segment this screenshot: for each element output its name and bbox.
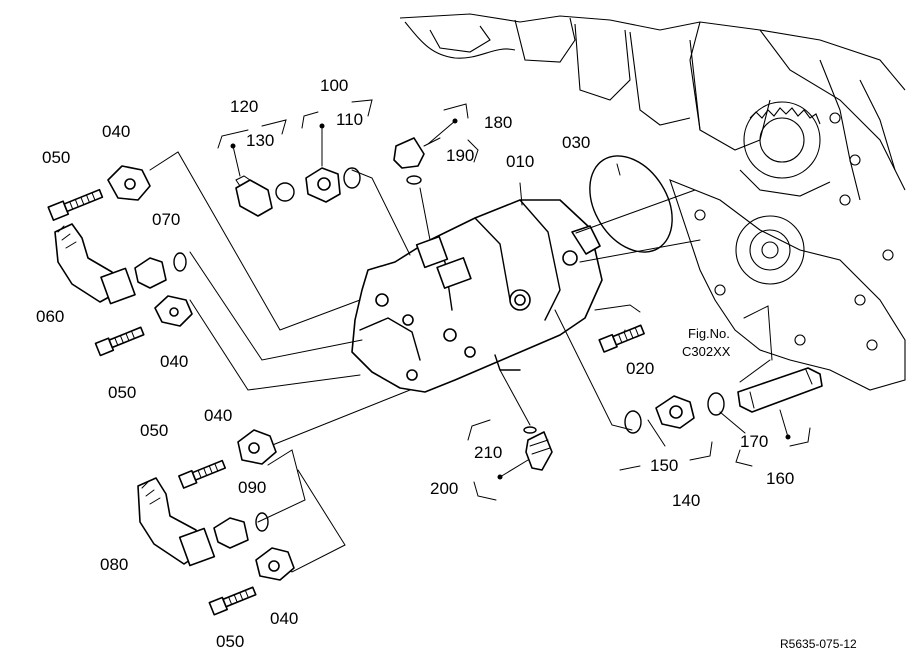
- o-ring-070[interactable]: [173, 252, 187, 272]
- callout-140[interactable]: 140: [672, 491, 700, 510]
- engine-housing: [399, 13, 906, 391]
- callout-020[interactable]: 020: [626, 359, 654, 378]
- plug-200[interactable]: [523, 426, 553, 471]
- callout-110[interactable]: 110: [336, 110, 363, 129]
- callout-100[interactable]: 100: [320, 76, 348, 95]
- o-ring-110[interactable]: [343, 167, 361, 189]
- callout-050[interactable]: 050: [216, 632, 244, 651]
- callout-200[interactable]: 200: [430, 479, 458, 498]
- callout-040[interactable]: 040: [160, 352, 188, 371]
- callout-030[interactable]: 030: [562, 133, 590, 152]
- callout-050[interactable]: 050: [140, 421, 168, 440]
- assembly-brackets: [217, 99, 811, 501]
- bolt-050-d[interactable]: [208, 585, 257, 616]
- callout-050[interactable]: 050: [108, 383, 136, 402]
- callout-040[interactable]: 040: [270, 609, 298, 628]
- callout-040[interactable]: 040: [204, 406, 232, 425]
- adapter-100[interactable]: [305, 167, 341, 203]
- bolt-050-c[interactable]: [178, 459, 227, 489]
- o-ring-090[interactable]: [255, 512, 269, 532]
- callout-150[interactable]: 150: [650, 456, 678, 475]
- o-ring-130[interactable]: [275, 182, 295, 202]
- elbow-pipe-080[interactable]: [137, 477, 249, 567]
- callout-050[interactable]: 050: [42, 148, 70, 167]
- callout-070[interactable]: 070: [152, 210, 180, 229]
- callout-170[interactable]: 170: [740, 432, 768, 451]
- callout-130[interactable]: 130: [246, 131, 274, 150]
- drawing-code: R5635-075-12: [780, 637, 857, 651]
- o-ring-170[interactable]: [707, 392, 725, 416]
- callout-090[interactable]: 090: [238, 478, 266, 497]
- callout-labels: 050 040 120 130 100 110 180 190 010 030 …: [36, 76, 794, 651]
- fitting-140[interactable]: [655, 395, 695, 429]
- callout-160[interactable]: 160: [766, 469, 794, 488]
- callout-210[interactable]: 210: [474, 443, 502, 462]
- callout-080[interactable]: 080: [100, 555, 128, 574]
- clamp-040-a[interactable]: [107, 165, 151, 201]
- callout-180[interactable]: 180: [484, 113, 512, 132]
- pump-body-010[interactable]: [351, 199, 603, 393]
- clamp-040-d[interactable]: [255, 547, 295, 581]
- callout-190[interactable]: 190: [446, 146, 474, 165]
- bolt-050-b[interactable]: [94, 325, 145, 357]
- o-ring-150[interactable]: [624, 410, 642, 434]
- pipe-160[interactable]: [737, 367, 823, 413]
- connector-180[interactable]: [393, 137, 441, 185]
- figure-number-code[interactable]: C302XX: [682, 344, 731, 359]
- bolt-020[interactable]: [598, 323, 645, 353]
- figure-number-label: Fig.No.: [688, 326, 730, 341]
- bolt-050-a[interactable]: [47, 187, 104, 221]
- callout-010[interactable]: 010: [506, 152, 534, 171]
- elbow-pipe-060[interactable]: [54, 223, 167, 305]
- callout-120[interactable]: 120: [230, 97, 258, 116]
- union-120[interactable]: [235, 175, 273, 217]
- clamp-040-b[interactable]: [154, 295, 193, 327]
- callout-040[interactable]: 040: [102, 122, 130, 141]
- clamp-040-c[interactable]: [237, 429, 277, 465]
- callout-060[interactable]: 060: [36, 307, 64, 326]
